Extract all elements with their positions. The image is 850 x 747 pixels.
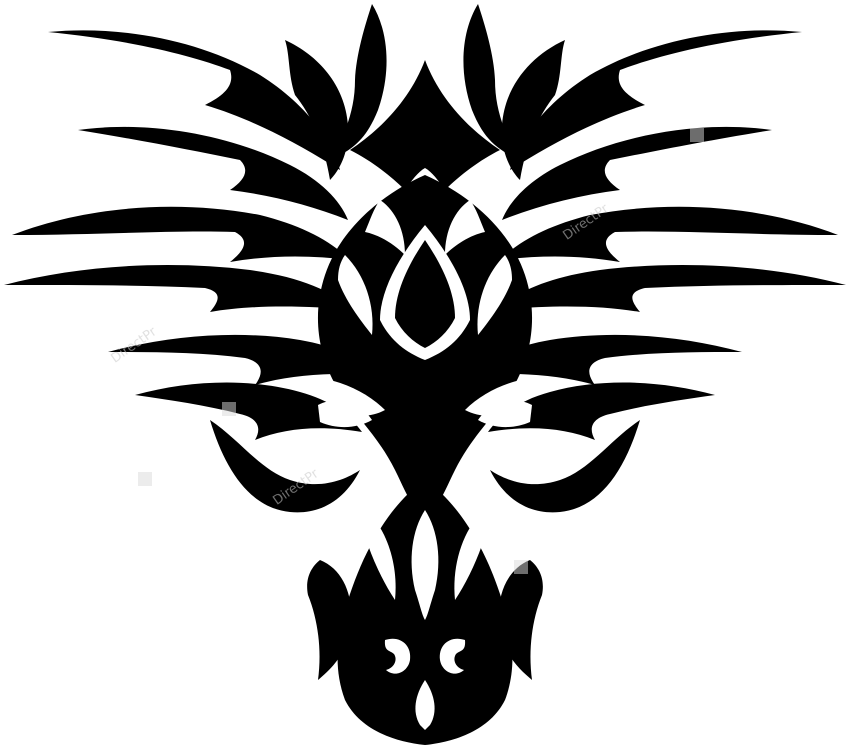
horn-inner-left (285, 40, 349, 180)
horn-top-left (330, 4, 387, 160)
face-gap-right (477, 255, 512, 335)
frond-left-2 (78, 126, 348, 220)
nostril-flare-right (498, 560, 543, 680)
horn-inner-right (501, 40, 565, 180)
frond-left-4 (4, 265, 355, 312)
frond-right-1 (510, 30, 802, 170)
nostril-flare-left (307, 560, 352, 680)
chin-gap (415, 680, 435, 730)
frond-left-3 (12, 206, 350, 262)
nose-diamond (395, 240, 455, 348)
frond-right-6 (488, 382, 715, 440)
frond-right-3 (500, 206, 838, 262)
forehead-gap-left (365, 200, 405, 255)
mouth-curl-right (439, 638, 466, 674)
snout-gap-center (411, 510, 439, 620)
mouth-curl-left (384, 638, 411, 674)
snout-gap-right (454, 520, 482, 600)
crown (350, 60, 500, 190)
eye-left (318, 400, 372, 428)
cheek-right (490, 420, 640, 513)
forehead-gap-right (445, 200, 485, 255)
frond-right-5 (472, 334, 742, 385)
frond-left-1 (48, 30, 340, 170)
cheek-left (210, 420, 360, 513)
dragon-ink (4, 4, 846, 745)
frond-right-2 (502, 126, 772, 220)
frond-left-5 (108, 334, 378, 385)
eye-right (478, 400, 532, 428)
horn-top-right (463, 4, 520, 160)
face-gap-left (338, 255, 373, 335)
frond-left-6 (135, 382, 362, 440)
frond-right-4 (495, 265, 846, 312)
snout-gap-left (368, 520, 396, 600)
